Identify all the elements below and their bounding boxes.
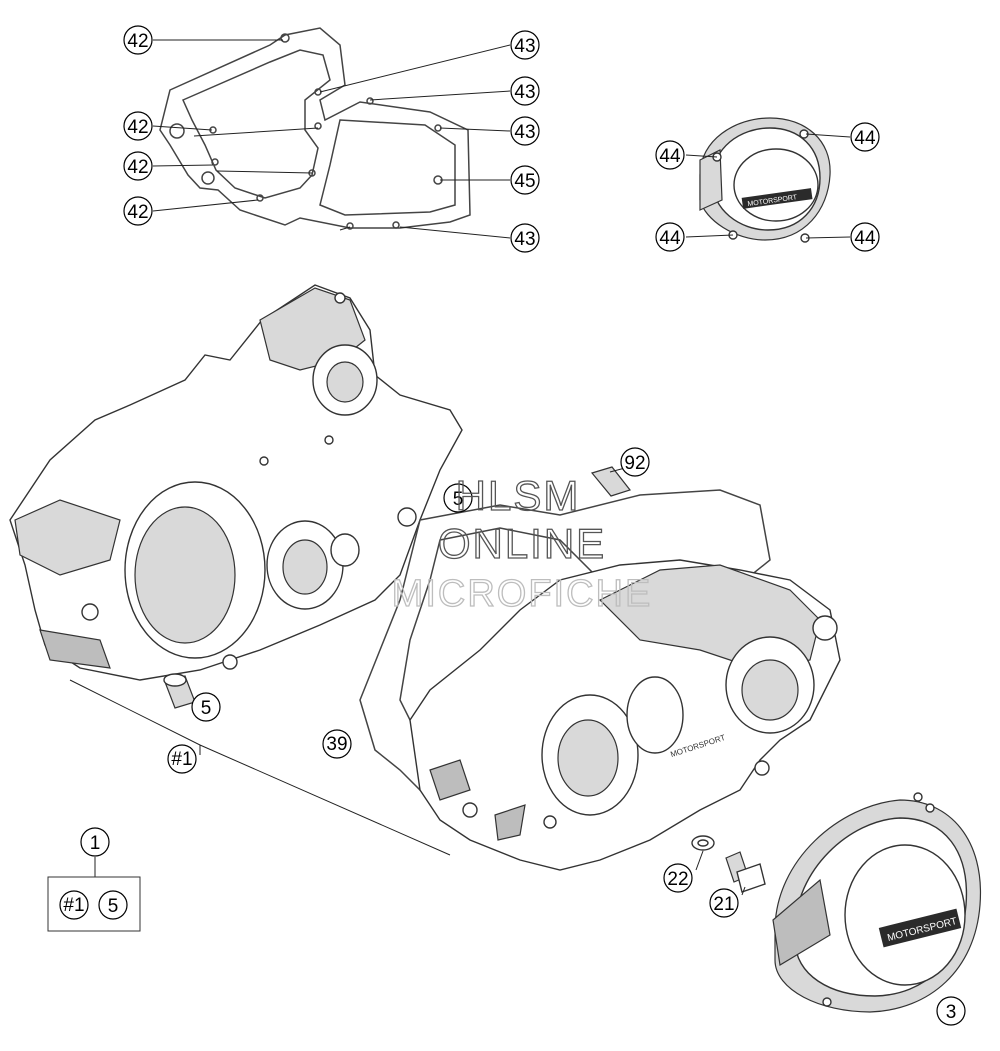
callout-44-bottom-left: 44 xyxy=(655,222,685,252)
callout-44-bottom-right: 44 xyxy=(850,222,880,252)
callout-43-bottom: 43 xyxy=(510,223,540,253)
callout-42-bottom: 42 xyxy=(123,196,153,226)
svg-text:42: 42 xyxy=(127,157,148,178)
svg-text:39: 39 xyxy=(326,734,347,755)
crankcase-half-right: MOTORSPORT xyxy=(409,559,841,871)
callout-42-mid-upper: 42 xyxy=(123,111,153,141)
svg-text:44: 44 xyxy=(854,228,876,249)
crankcase-half-left xyxy=(9,284,463,681)
callout-42-top: 42 xyxy=(123,25,153,55)
svg-text:5: 5 xyxy=(201,698,212,719)
callout-44-top-right: 44 xyxy=(850,122,880,152)
svg-text:#1: #1 xyxy=(63,895,84,916)
callout-22: 22 xyxy=(663,863,693,893)
callout-43-top: 43 xyxy=(510,30,540,60)
svg-text:42: 42 xyxy=(127,31,148,52)
callout-92: 92 xyxy=(620,447,650,477)
callout-43-second: 43 xyxy=(510,76,540,106)
seal-ring xyxy=(691,835,715,851)
callouts: 42 42 42 42 43 43 43 45 43 44 44 44 44 9… xyxy=(59,25,966,1026)
svg-text:92: 92 xyxy=(624,453,645,474)
svg-text:5: 5 xyxy=(453,489,464,510)
svg-text:#1: #1 xyxy=(171,749,192,770)
svg-text:42: 42 xyxy=(127,117,148,138)
callout-1: 1 xyxy=(80,827,110,857)
svg-text:43: 43 xyxy=(514,122,535,143)
svg-text:21: 21 xyxy=(713,894,734,915)
ignition-cover-small: MOTORSPORT xyxy=(699,117,831,243)
callout-21: 21 xyxy=(709,888,739,918)
svg-text:43: 43 xyxy=(514,229,535,250)
ignition-cover-large: MOTORSPORT xyxy=(772,792,982,1013)
svg-text:44: 44 xyxy=(659,228,681,249)
watermark-line-3: MICROFICHE xyxy=(392,573,653,615)
svg-text:5: 5 xyxy=(108,896,119,917)
callout-45: 45 xyxy=(510,165,540,195)
drain-plug xyxy=(725,851,766,893)
callout-39: 39 xyxy=(322,729,352,759)
dowel-sleeve xyxy=(163,673,196,709)
kit-callout-hash-1: #1 xyxy=(59,890,89,920)
plate-92 xyxy=(590,466,632,497)
callout-43-third: 43 xyxy=(510,116,540,146)
watermark: HLSM ONLINE MICROFICHE xyxy=(391,471,653,615)
watermark-line-1: HLSM xyxy=(456,472,581,519)
callout-42-mid-lower: 42 xyxy=(123,151,153,181)
callout-5-center: 5 xyxy=(443,483,473,513)
svg-text:42: 42 xyxy=(127,202,148,223)
leader-lines xyxy=(69,39,851,896)
svg-text:1: 1 xyxy=(90,833,101,854)
svg-text:43: 43 xyxy=(514,82,535,103)
callout-5-dowel: 5 xyxy=(191,692,221,722)
cover-badge-large xyxy=(878,908,962,948)
svg-text:22: 22 xyxy=(667,869,688,890)
callout-hash-1: #1 xyxy=(167,744,197,774)
cover-badge-small xyxy=(741,188,813,209)
svg-text:44: 44 xyxy=(659,146,681,167)
svg-text:44: 44 xyxy=(854,128,876,149)
watermark-line-2: ONLINE xyxy=(438,520,606,567)
kit-callout-5: 5 xyxy=(98,890,128,920)
svg-text:45: 45 xyxy=(514,171,535,192)
svg-text:43: 43 xyxy=(514,36,535,57)
callout-44-top-left: 44 xyxy=(655,140,685,170)
svg-text:3: 3 xyxy=(946,1002,957,1023)
callout-3: 3 xyxy=(936,996,966,1026)
